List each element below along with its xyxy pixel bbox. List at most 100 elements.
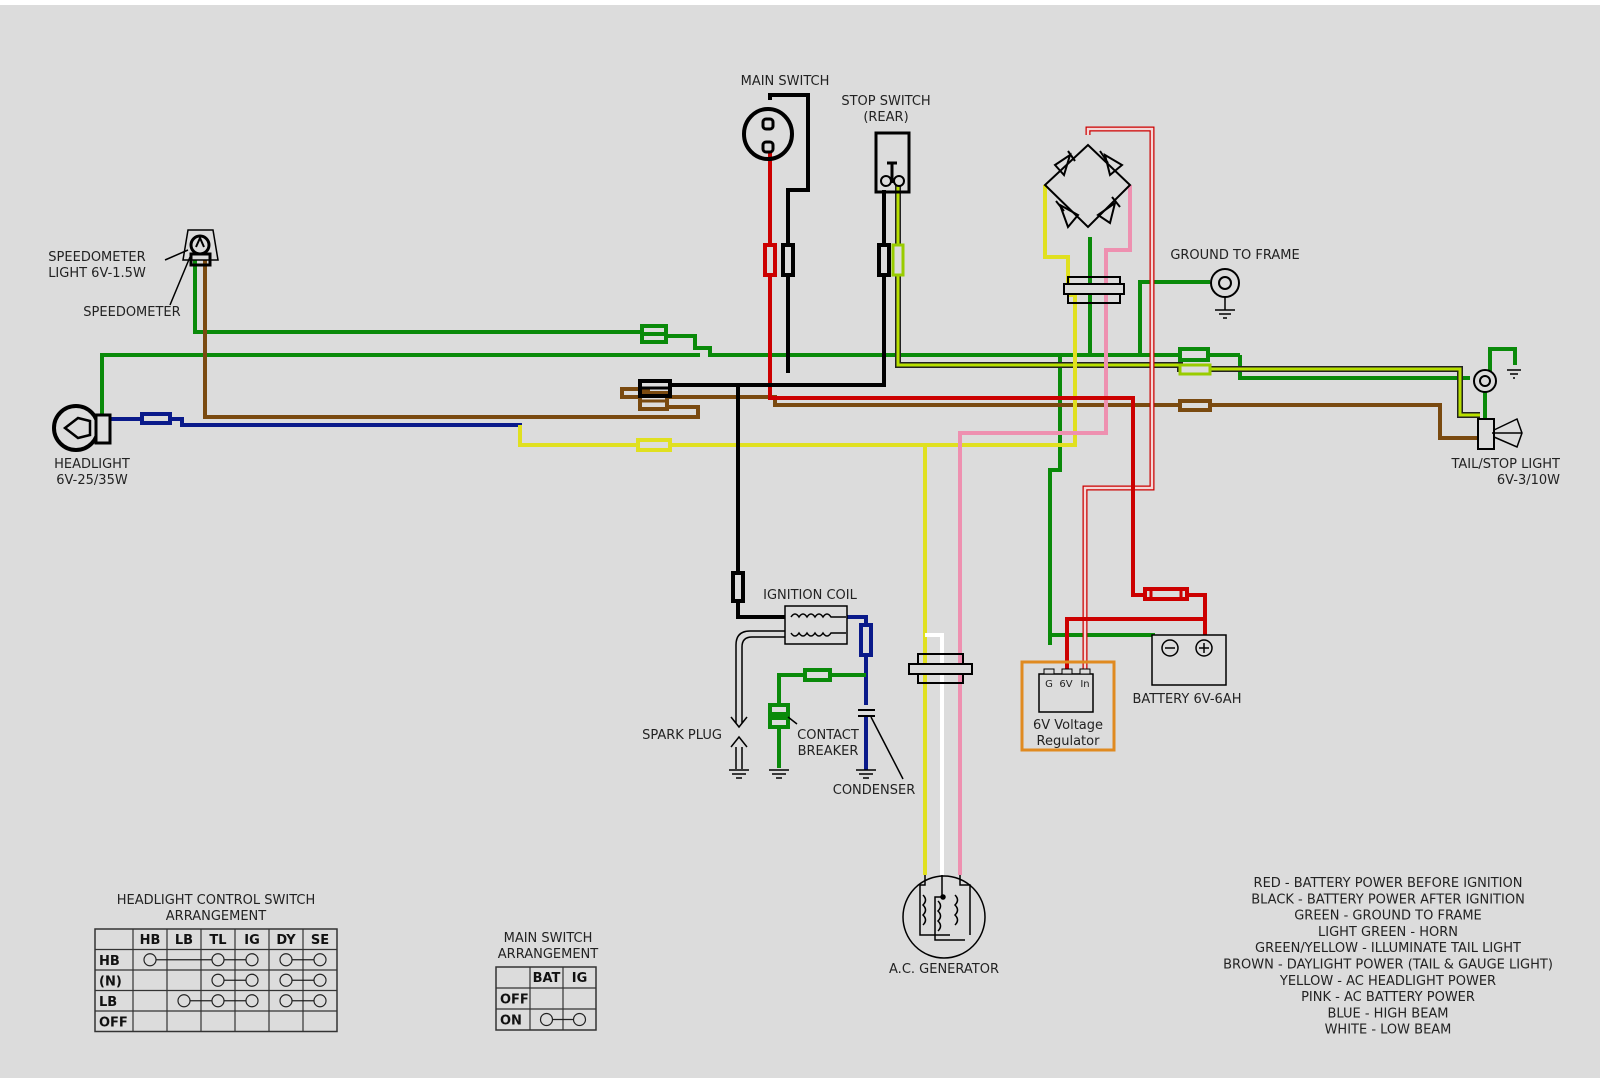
legend-entry: PINK - AC BATTERY POWER — [1301, 990, 1475, 1005]
wire-brown — [203, 260, 1480, 440]
wiring-diagram-canvas: SPEEDOMETER LIGHT 6V-1.5W SPEEDOMETER HE… — [0, 5, 1600, 1078]
condenser-label: CONDENSER — [833, 783, 915, 798]
table-row-label: ON — [500, 1014, 522, 1029]
legend-entry: BROWN - DAYLIGHT POWER (TAIL & GAUGE LIG… — [1223, 958, 1553, 973]
voltage-regulator: G 6V In — [1020, 660, 1116, 752]
headlight-icon — [52, 404, 112, 452]
connection-node — [279, 994, 293, 1008]
table-column-header: LB — [175, 933, 193, 948]
connection-node — [539, 1012, 554, 1027]
connection-node — [211, 973, 225, 987]
legend-entry: RED - BATTERY POWER BEFORE IGNITION — [1254, 876, 1523, 891]
tail-light-rating: 6V-3/10W — [1497, 473, 1560, 488]
legend-entry: LIGHT GREEN - HORN — [1318, 925, 1458, 940]
table-border — [94, 928, 338, 1033]
table-border — [495, 966, 597, 1031]
tail-light-label: TAIL/STOP LIGHT — [1450, 457, 1560, 472]
connection-node — [245, 973, 259, 987]
legend-entry: YELLOW - AC HEADLIGHT POWER — [1279, 974, 1496, 989]
battery-negative-terminal — [1161, 639, 1179, 657]
connection-node — [279, 973, 293, 987]
ignition-coil-label: IGNITION COIL — [763, 588, 857, 603]
speedometer-light-rating: LIGHT 6V-1.5W — [48, 266, 146, 281]
generator-connector — [908, 653, 973, 684]
connection-node — [245, 953, 259, 967]
tail-stop-light-icon — [1473, 369, 1523, 450]
wire-black — [638, 93, 891, 619]
regulator-pin-in: In — [1080, 679, 1089, 690]
table-column-header: IG — [572, 971, 588, 986]
regulator-pin-g: G — [1045, 679, 1053, 690]
table-column-header: HB — [140, 933, 161, 948]
legend-entry: WHITE - LOW BEAM — [1325, 1023, 1452, 1038]
main-switch-table-subtitle: ARRANGEMENT — [498, 947, 598, 962]
wire-pink — [958, 185, 1132, 875]
spark-plug-label: SPARK PLUG — [642, 728, 722, 743]
connection-node — [313, 973, 327, 987]
wire-color-legend: RED - BATTERY POWER BEFORE IGNITIONBLACK… — [1223, 876, 1553, 1038]
wire-blue — [110, 412, 873, 770]
stop-switch-label: STOP SWITCH — [841, 94, 930, 109]
wire-light-green — [891, 180, 1480, 418]
ac-generator-label: A.C. GENERATOR — [889, 962, 999, 977]
table-row-label: HB — [99, 954, 120, 969]
wire-red — [763, 150, 1207, 669]
headlight-switch-table: HB LB TL IG DY SE HB (N) LB OFF — [94, 928, 338, 1033]
main-switch-table-title: MAIN SWITCH — [504, 931, 593, 946]
speedometer-light-icon — [164, 229, 219, 306]
condenser-icon — [856, 705, 904, 780]
legend-entry: GREEN/YELLOW - ILLUMINATE TAIL LIGHT — [1255, 941, 1521, 956]
contact-breaker-icon — [768, 668, 866, 779]
regulator-sublabel: Regulator — [1037, 734, 1101, 749]
ground-to-frame-icon — [1210, 268, 1240, 319]
stop-switch-sublabel: (REAR) — [863, 110, 908, 125]
table-column-header: TL — [209, 933, 226, 948]
wire-yellow — [518, 185, 1077, 875]
contact-breaker-sublabel: BREAKER — [798, 744, 859, 759]
regulator-pin-6v: 6V — [1059, 679, 1072, 690]
wire-white — [925, 633, 944, 875]
connection-node — [313, 953, 327, 967]
table-column-header: SE — [311, 933, 329, 948]
connection-node — [279, 953, 293, 967]
ground-to-frame-label: GROUND TO FRAME — [1170, 248, 1299, 263]
wire-green-main — [1048, 237, 1517, 645]
wiring-diagram: SPEEDOMETER LIGHT 6V-1.5W SPEEDOMETER HE… — [48, 74, 1560, 1038]
headlight-switch-subtitle: ARRANGEMENT — [166, 909, 266, 924]
table-column-header: DY — [276, 933, 296, 948]
headlight-label: HEADLIGHT — [54, 457, 130, 472]
table-row-label: (N) — [99, 974, 122, 989]
table-column-header: IG — [244, 933, 260, 948]
spark-plug-icon — [729, 630, 785, 779]
connection-node — [211, 994, 225, 1008]
ignition-coil-icon — [784, 605, 848, 645]
speedometer-light-label: SPEEDOMETER — [48, 250, 145, 265]
connection-node — [245, 994, 259, 1008]
table-column-header: BAT — [533, 971, 561, 986]
connection-node — [211, 953, 225, 967]
connection-node — [572, 1012, 587, 1027]
table-row-label: OFF — [500, 993, 529, 1008]
main-switch-label: MAIN SWITCH — [741, 74, 830, 89]
table-row-label: LB — [99, 995, 117, 1010]
legend-entry: BLUE - HIGH BEAM — [1327, 1006, 1448, 1021]
regulator-label: 6V Voltage — [1033, 718, 1103, 733]
contact-breaker-label: CONTACT — [797, 728, 859, 743]
battery-positive-terminal — [1195, 639, 1213, 657]
wire-red-outline-reg-in — [1082, 126, 1155, 670]
headlight-rating: 6V-25/35W — [56, 473, 128, 488]
main-switch-icon — [742, 107, 794, 161]
table-row-label: OFF — [99, 1015, 128, 1030]
battery-icon — [1151, 634, 1227, 686]
harness-connector — [1063, 276, 1125, 304]
wire-green-speedometer — [100, 260, 1240, 415]
headlight-switch-title: HEADLIGHT CONTROL SWITCH — [117, 893, 315, 908]
stop-switch-icon — [874, 131, 911, 194]
ac-generator-icon — [902, 875, 986, 959]
connection-node — [177, 994, 191, 1008]
battery-label: BATTERY 6V-6AH — [1133, 692, 1242, 707]
legend-entry: GREEN - GROUND TO FRAME — [1294, 909, 1482, 924]
connection-node — [313, 994, 327, 1008]
connection-node — [143, 953, 157, 967]
main-switch-table: BAT IG OFF ON — [495, 966, 597, 1031]
